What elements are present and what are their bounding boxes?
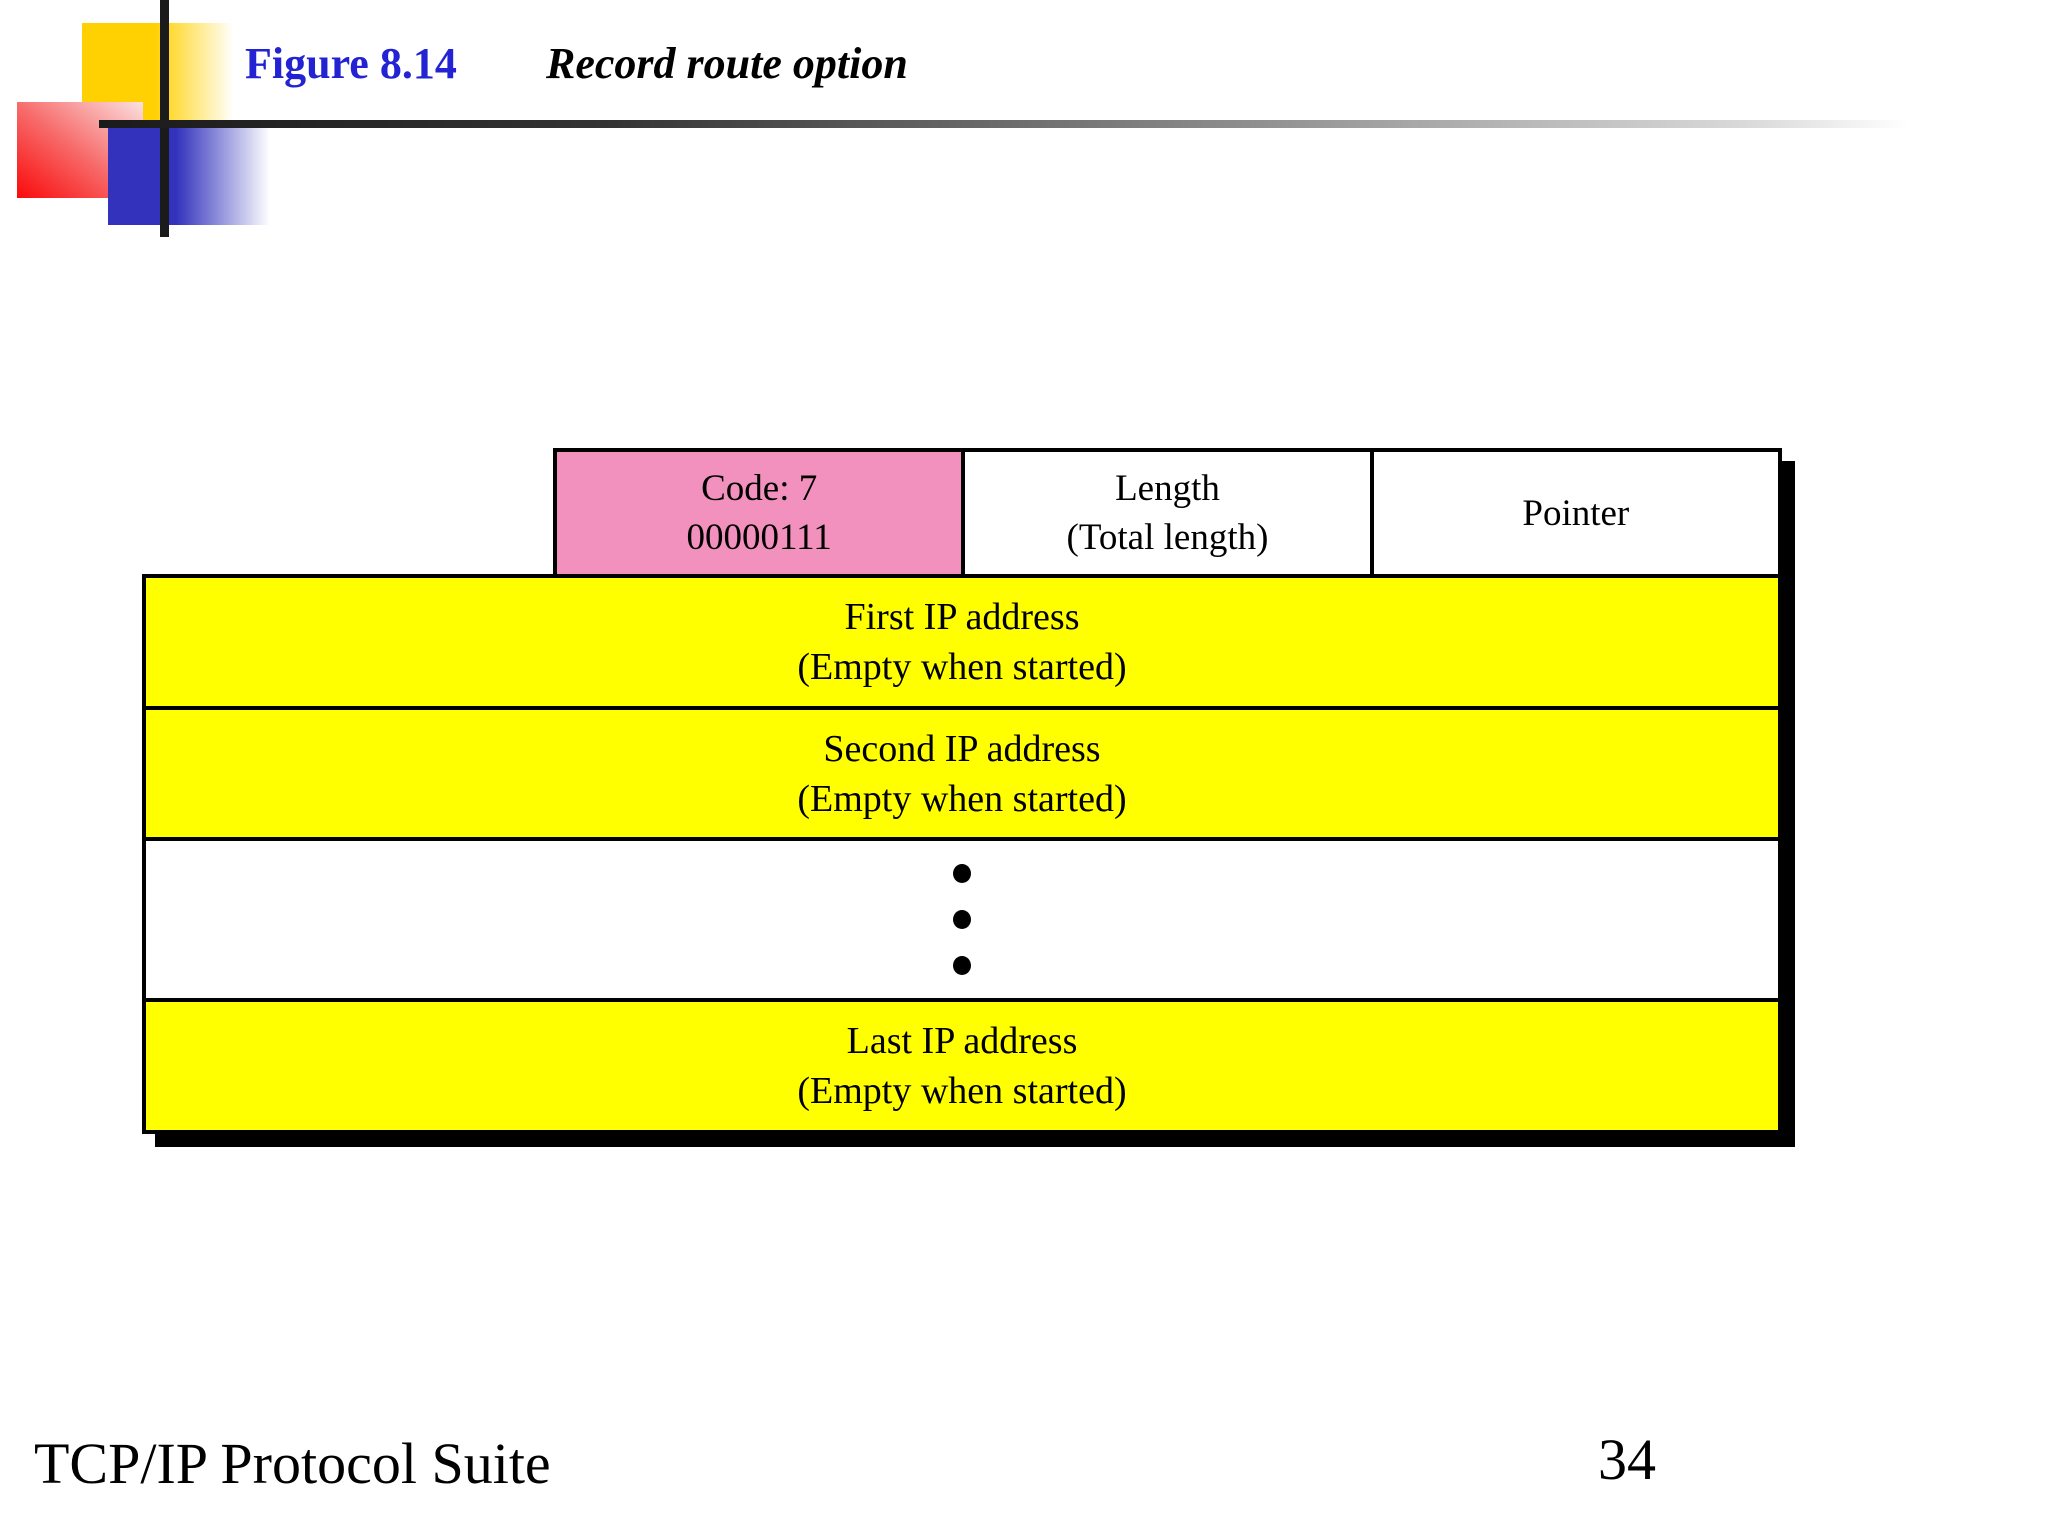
- second-ip-row-note: (Empty when started): [797, 777, 1127, 820]
- figure-label: Figure 8.14: [245, 39, 457, 88]
- length-field-note: (Total length): [1066, 517, 1269, 558]
- ellipsis-dot: [953, 956, 971, 975]
- code-field: Code: 7 00000111: [557, 452, 962, 574]
- last-ip-row: Last IP address (Empty when started): [146, 998, 1778, 1130]
- ip-address-rows: First IP address (Empty when started) Se…: [142, 574, 1782, 1134]
- last-ip-row-label: Last IP address: [846, 1020, 1078, 1062]
- code-field-label: Code: 7: [701, 468, 818, 509]
- ellipsis-dot: [953, 864, 971, 883]
- footer-book-title: TCP/IP Protocol Suite: [34, 1431, 551, 1496]
- second-ip-row: Second IP address (Empty when started): [146, 706, 1778, 837]
- first-ip-row-label: First IP address: [844, 596, 1080, 638]
- ellipsis-dot: [953, 910, 971, 929]
- pointer-field-label: Pointer: [1522, 492, 1630, 534]
- decor-blue-square: [108, 127, 270, 225]
- pointer-field: Pointer: [1369, 452, 1778, 574]
- length-field: Length (Total length): [961, 452, 1369, 574]
- decor-vertical-line: [160, 0, 169, 237]
- figure-title: Record route option: [546, 39, 908, 88]
- length-field-label: Length: [1115, 468, 1220, 509]
- first-ip-row-note: (Empty when started): [797, 646, 1127, 688]
- title-rule: [99, 120, 1907, 128]
- first-ip-row: First IP address (Empty when started): [146, 578, 1778, 706]
- page-number: 34: [1598, 1427, 1656, 1492]
- ellipsis-row: [146, 837, 1778, 998]
- second-ip-row-label: Second IP address: [823, 727, 1101, 770]
- code-field-binary: 00000111: [686, 517, 832, 558]
- option-header-row: Code: 7 00000111 Length (Total length) P…: [553, 448, 1782, 578]
- last-ip-row-note: (Empty when started): [797, 1070, 1127, 1112]
